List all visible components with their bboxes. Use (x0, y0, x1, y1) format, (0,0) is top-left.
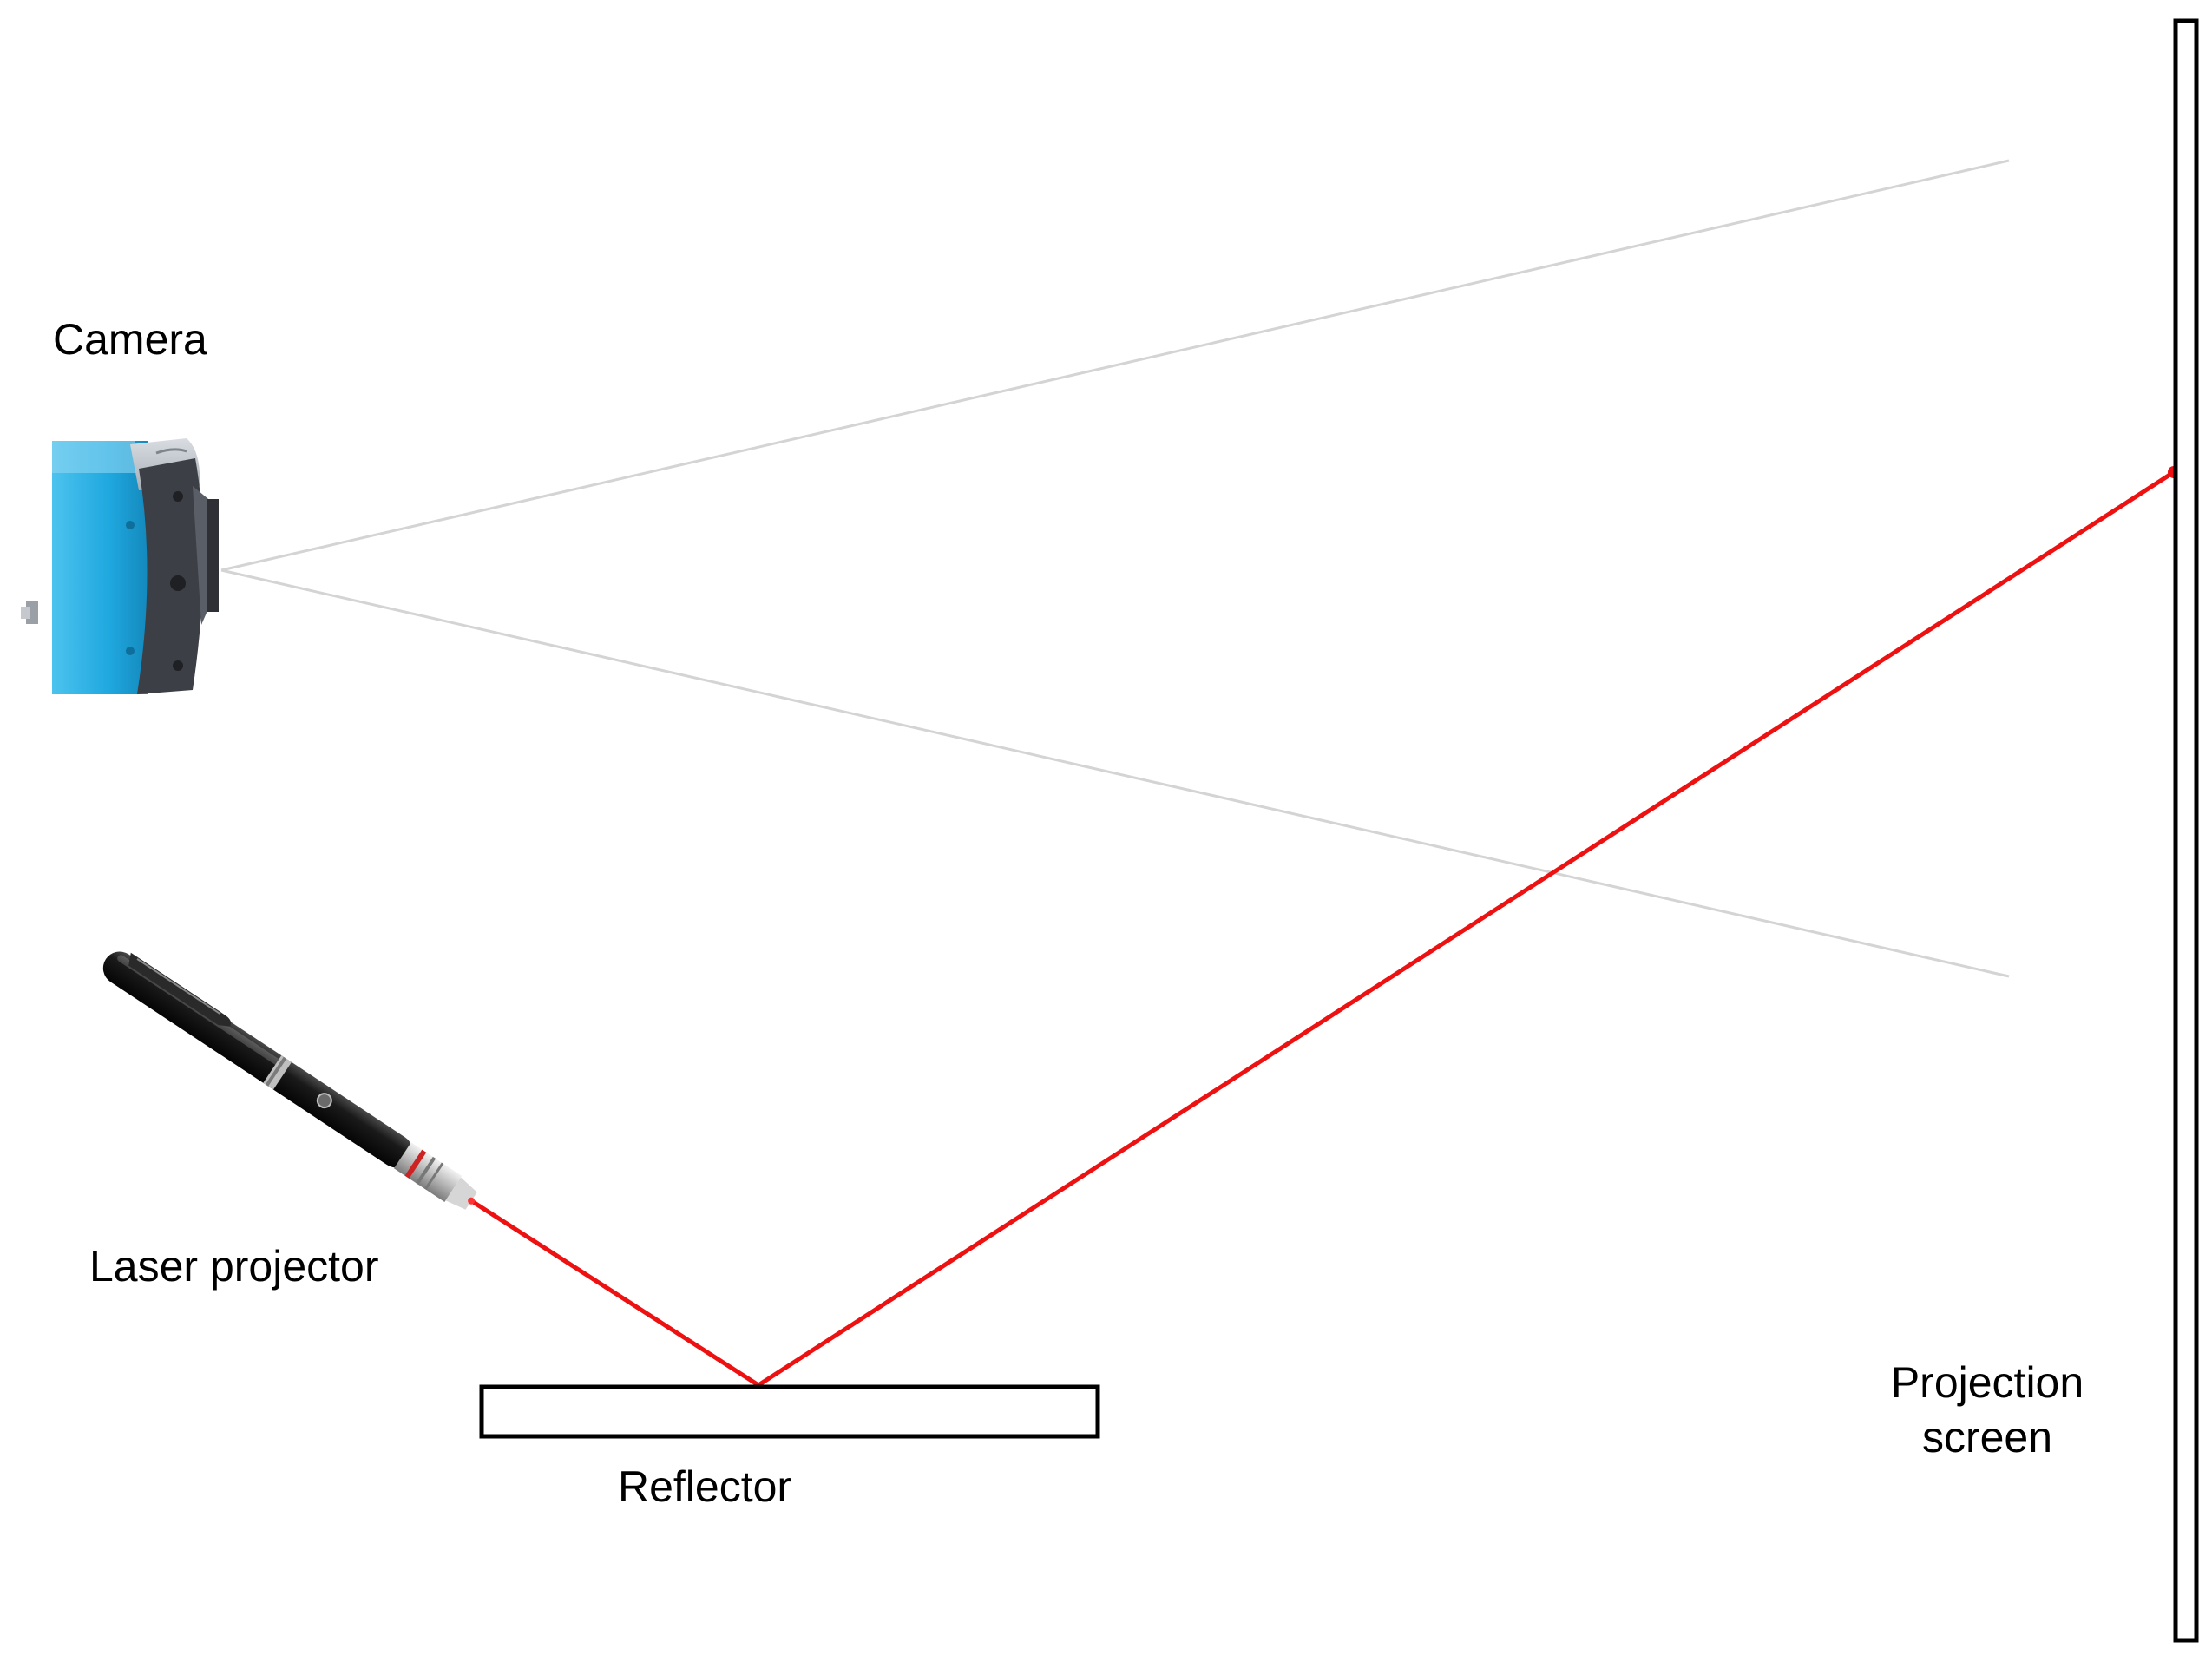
laser-beam-reflected (757, 470, 2176, 1388)
laser-projector-label: Laser projector (89, 1242, 379, 1291)
field-of-view-lower-line (220, 568, 2010, 978)
field-of-view-upper-line (220, 159, 2010, 572)
laser-beam-incident (454, 1188, 760, 1388)
projection-screen-label-line1: Projection (1890, 1358, 2084, 1407)
camera-label: Camera (53, 315, 207, 364)
camera-icon (21, 438, 219, 694)
projection-screen-label: Projection screen (1866, 1356, 2109, 1464)
laser-pointer-icon (102, 951, 477, 1210)
projection-screen-label-line2: screen (1921, 1412, 2053, 1462)
reflector (479, 1384, 1100, 1439)
projection-screen (2173, 18, 2199, 1643)
reflector-label: Reflector (618, 1462, 792, 1511)
